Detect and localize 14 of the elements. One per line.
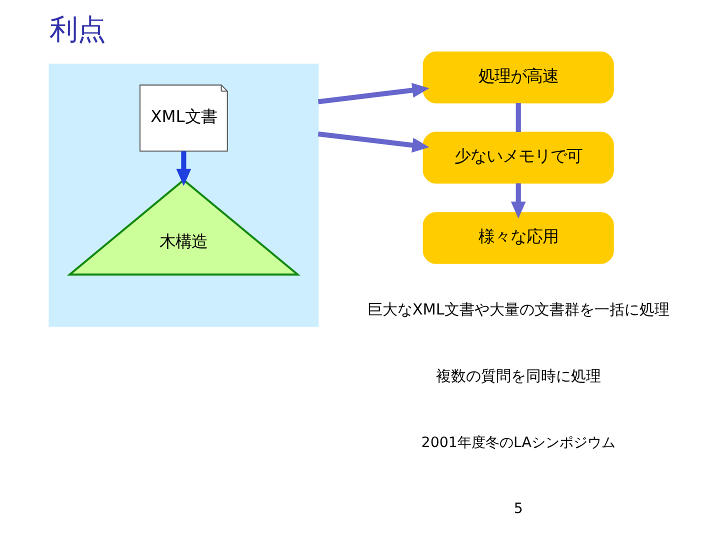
label: 5 <box>513 501 522 518</box>
node-box: 処理が高速 <box>422 52 614 104</box>
label: 2001年度冬のLAシンポジウム <box>420 435 615 452</box>
node-box: 少ないメモリで可 <box>422 132 614 184</box>
node-box: 様々な応用 <box>422 212 614 264</box>
arrow <box>510 183 526 219</box>
arrow <box>317 82 429 104</box>
label: 巨大なXML文書や大量の文書群を一括に処理 <box>366 300 669 319</box>
arrow <box>176 151 191 186</box>
cluster <box>48 64 318 327</box>
label: 複数の質問を同時に処理 <box>435 366 600 385</box>
diagram-title: 利点 <box>49 13 106 46</box>
connector <box>515 103 520 132</box>
arrow <box>317 131 429 153</box>
